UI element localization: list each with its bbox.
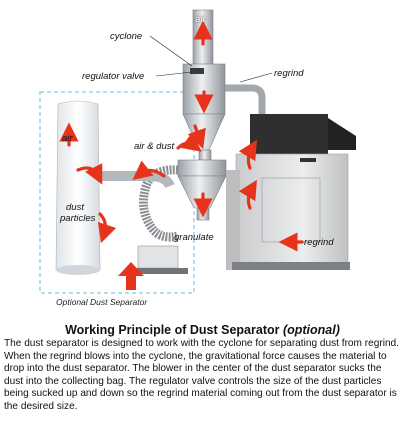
- label-air-left: air: [62, 133, 73, 144]
- label-regrind-right: regrind: [304, 237, 334, 248]
- granulate-outlet: [196, 207, 210, 221]
- arrow-cyclone-curve: [176, 132, 202, 152]
- granulator-top: [250, 114, 328, 154]
- granulator-cabinet: [235, 153, 349, 267]
- granulator-side: [226, 170, 240, 270]
- collection-bag: [55, 100, 101, 275]
- label-regrind-top: regrind: [274, 68, 304, 79]
- arrow-particles-down: [97, 212, 117, 244]
- arrow-dust-curve: [76, 163, 103, 185]
- cyclone-neck: [198, 149, 212, 161]
- label-regulator-valve: regulator valve: [82, 71, 145, 82]
- label-granulate: granulate: [174, 232, 214, 243]
- regrind-pipe: [225, 84, 266, 118]
- section-heading: Working Principle of Dust Separator (opt…: [0, 323, 405, 337]
- granulator-base: [232, 262, 350, 270]
- label-particles: particles: [60, 213, 96, 224]
- body-paragraph: The dust separator is designed to work w…: [4, 338, 399, 412]
- collection-bag-base: [56, 265, 100, 275]
- label-air-top: air: [195, 14, 206, 25]
- regulator-valve: [190, 68, 204, 74]
- arrow-air-dust-left: [132, 160, 166, 180]
- heading-main: Working Principle of Dust Separator: [65, 323, 283, 337]
- blower-stand: [128, 268, 188, 274]
- heading-optional: (optional): [282, 323, 340, 337]
- blower-duct: [93, 171, 175, 189]
- dust-separator-figure: [39, 9, 356, 294]
- arrow-bottom-head: [118, 262, 144, 276]
- blower-box: [137, 245, 179, 269]
- leader-lines: [149, 35, 273, 83]
- arrow-bottom-shaft: [126, 274, 136, 290]
- separator-hopper-top: [177, 159, 227, 177]
- granulator-badge: [300, 158, 316, 162]
- optional-separator-caption: Optional Dust Separator: [56, 297, 148, 307]
- granulator-hood: [328, 118, 356, 150]
- label-cyclone: cyclone: [110, 31, 143, 42]
- label-dust: dust: [66, 202, 84, 213]
- label-air-dust: air & dust: [134, 141, 175, 152]
- flow-arrows: [59, 20, 304, 252]
- arrow-regrind-up-2: [238, 179, 257, 210]
- arrow-regrind-up-1: [238, 139, 257, 170]
